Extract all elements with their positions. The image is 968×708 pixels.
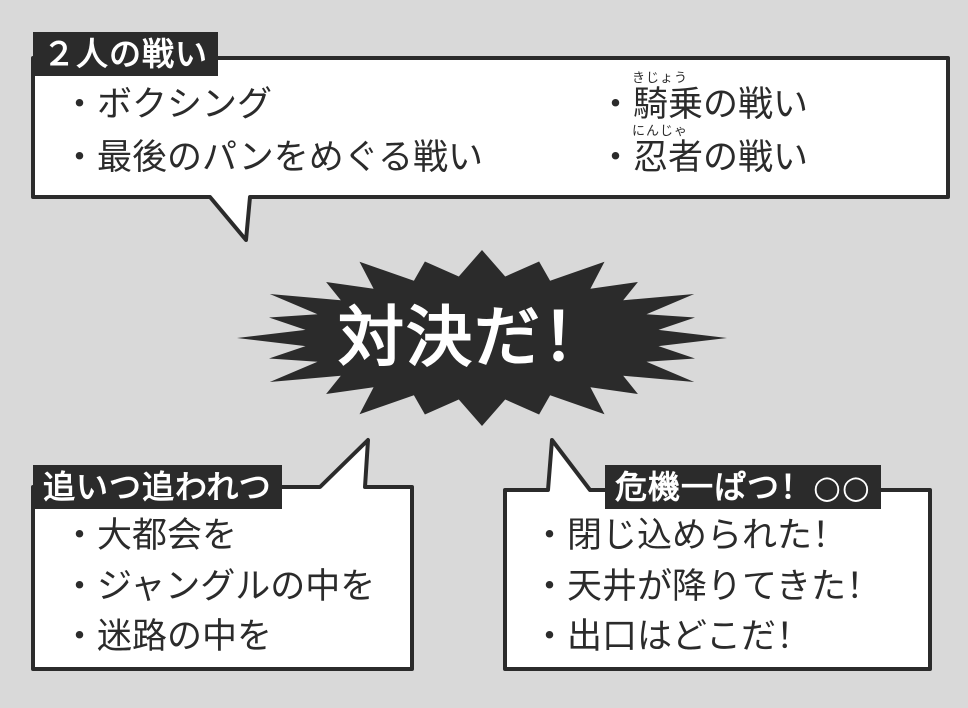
bottom-right-item-exit: ・出口はどこだ！ xyxy=(532,617,811,657)
bottom-right-item-trapped: ・閉じ込められた！ xyxy=(532,516,848,556)
bottom-right-item-ceiling: ・天井が降りてきた！ xyxy=(532,567,881,607)
top-bubble-shape xyxy=(31,56,950,242)
ruby-kijou: きじょう xyxy=(632,71,689,86)
top-item-bread-fight: ・最後のパンをめぐる戦い xyxy=(62,138,484,178)
ruby-ninja: にんじゃ xyxy=(632,124,689,139)
burst-shape xyxy=(237,250,727,426)
top-item-horseback: ・騎乗の戦い xyxy=(598,85,809,125)
top-box-label: ２人の戦い xyxy=(33,32,219,76)
top-item-boxing: ・ボクシング xyxy=(62,85,273,125)
bottom-left-item-jungle: ・ジャングルの中を xyxy=(62,567,376,607)
top-item-ninja: ・忍者の戦い xyxy=(598,138,809,178)
bottom-left-item-city: ・大都会を xyxy=(62,516,238,556)
center-title: 対決だ！ xyxy=(338,299,610,376)
bottom-left-box-label: 追いつ追われつ xyxy=(33,465,282,509)
bottom-left-item-maze: ・迷路の中を xyxy=(62,617,273,657)
bottom-right-box-label: 危機一ぱつ！○○ xyxy=(605,465,881,509)
